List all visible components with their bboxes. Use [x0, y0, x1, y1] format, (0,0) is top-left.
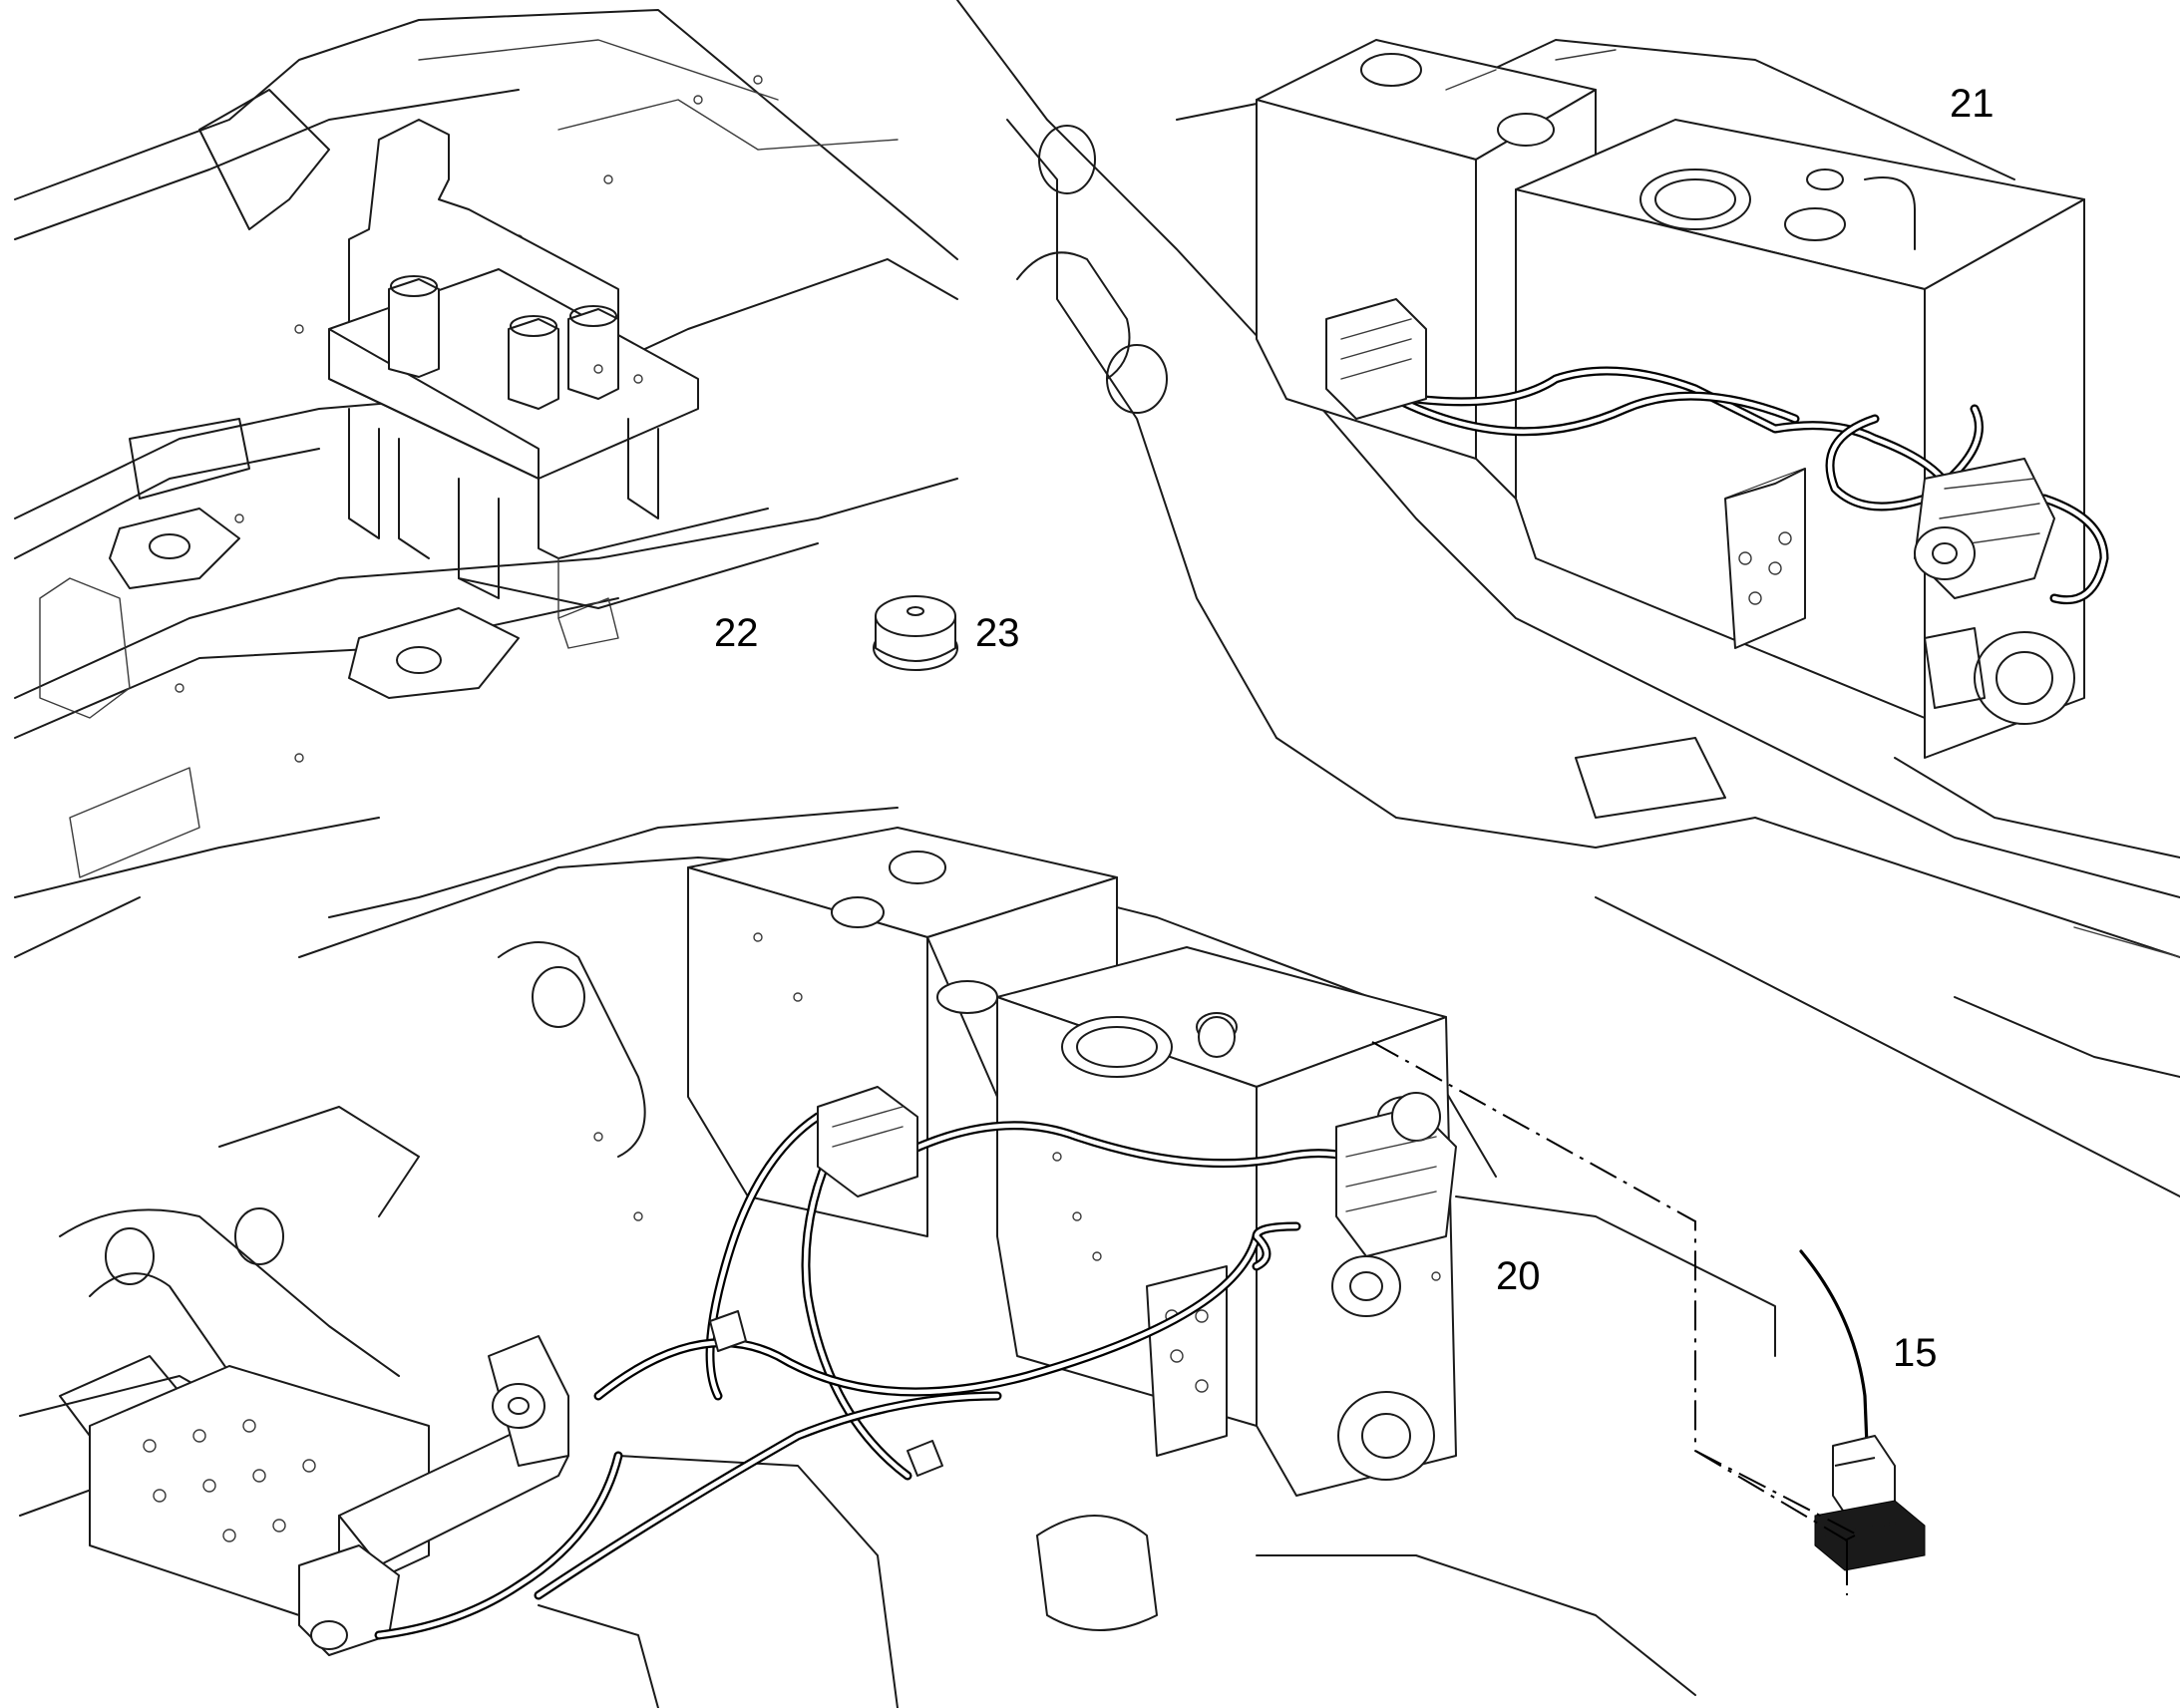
upper-right-view	[956, 0, 2180, 1197]
callout-23: 23	[975, 611, 1020, 655]
callout-15: 15	[1893, 1331, 1938, 1375]
lower-main-view	[19, 807, 1776, 1708]
bracket-assembly	[328, 119, 819, 619]
callout-20: 20	[1496, 1254, 1541, 1298]
rubber-mount-part	[873, 595, 958, 671]
callout-22: 22	[714, 611, 759, 655]
upper-frame-view	[14, 9, 958, 958]
callout-21: 21	[1950, 82, 1995, 126]
sensor-part	[1799, 1249, 1926, 1571]
assembly-leader-line-lower	[1694, 1450, 1848, 1555]
